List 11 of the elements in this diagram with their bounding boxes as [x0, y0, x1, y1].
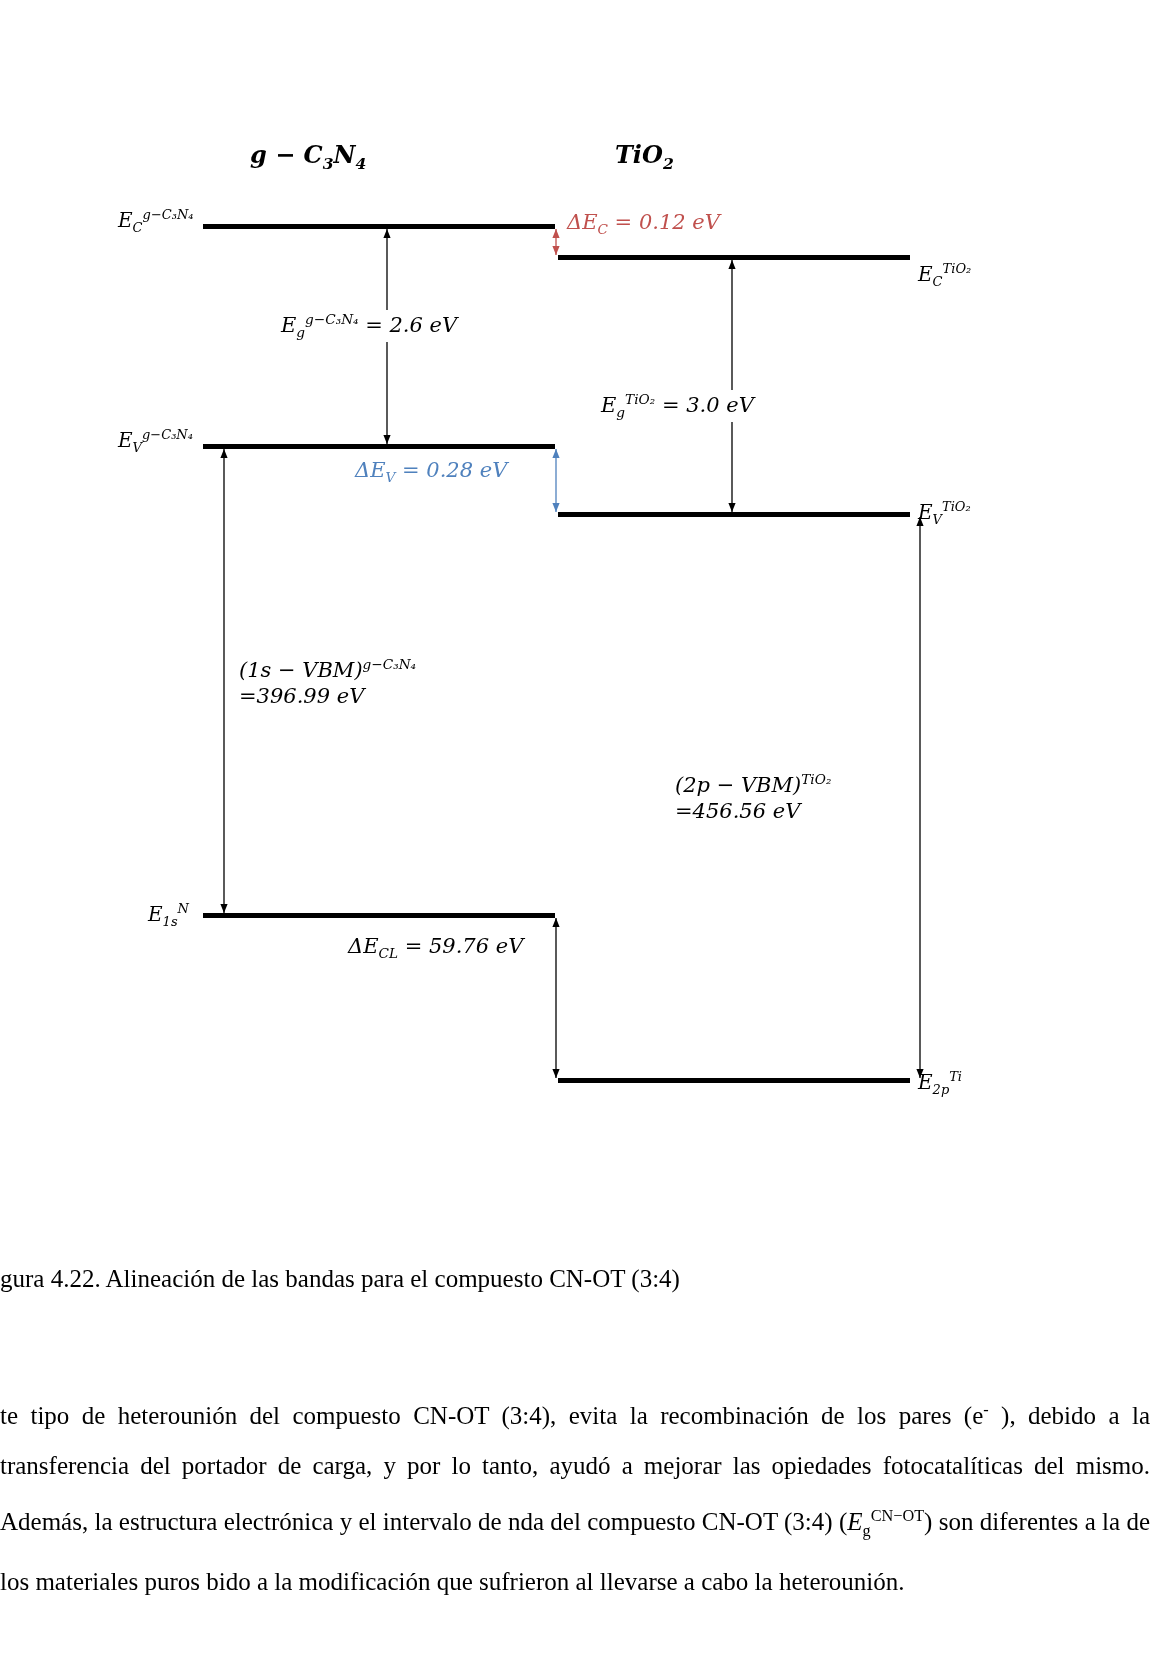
double-arrow: [552, 917, 560, 1079]
column-heading: TiO$_{2}$: [615, 140, 674, 173]
figure-caption: gura 4.22. Alineación de las bandas para el compuesto CN-OT (3:4): [0, 1265, 680, 1293]
edge-label: E$_{g}$$^{g−C₃N₄}$ = 2.6 eV: [278, 310, 461, 343]
edge-label: E$_{g}$$^{TiO₂}$ = 3.0 eV: [598, 390, 757, 423]
double-arrow: [552, 228, 560, 256]
double-arrow: [220, 448, 228, 914]
body-paragraph: te tipo de heterounión del compuesto CN-OT (3:4), evita la recombinación de los pares (e$^{-}$ ), debido a la transferencia del portador de carga, y por lo tanto, ayudó a mejorar las opiedades fotocatalíticas del mismo. Además, la estructura electrónica y el intervalo de nda del compuesto CN-OT (3:4) (E$_{g}$$^{CN−OT}$) son diferentes a la de los materiales puros bido a la modificación que sufrieron al llevarse a cabo la heterounión.: [0, 1400, 1150, 1597]
column-heading: g − C$_{3}$N$_{4}$: [250, 140, 367, 173]
double-arrow: [916, 516, 924, 1079]
double-arrow: [552, 448, 560, 513]
